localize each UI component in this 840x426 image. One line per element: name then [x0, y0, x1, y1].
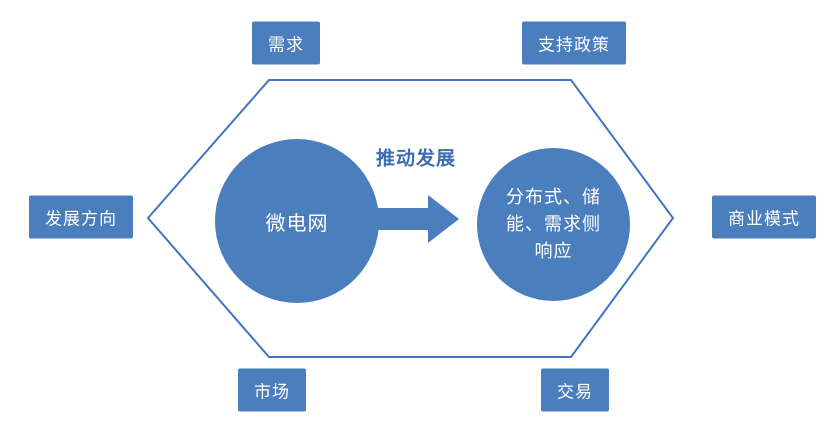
- distributed-storage-demand-response-label: 分布式、储能、需求侧响应: [506, 187, 601, 261]
- label-business-model: 商业模式: [712, 195, 816, 239]
- label-market: 市场: [238, 368, 306, 412]
- distributed-storage-demand-response-circle: 分布式、储能、需求侧响应: [477, 148, 630, 301]
- arrow-caption: 推动发展: [375, 148, 457, 170]
- label-support-policy: 支持政策: [522, 21, 626, 65]
- label-development-direction: 发展方向: [29, 195, 133, 239]
- right-arrow-icon: [376, 195, 459, 243]
- microgrid-circle: 微电网: [215, 139, 379, 303]
- label-trading: 交易: [541, 368, 609, 412]
- microgrid-circle-label: 微电网: [265, 212, 329, 235]
- label-demand: 需求: [252, 21, 320, 65]
